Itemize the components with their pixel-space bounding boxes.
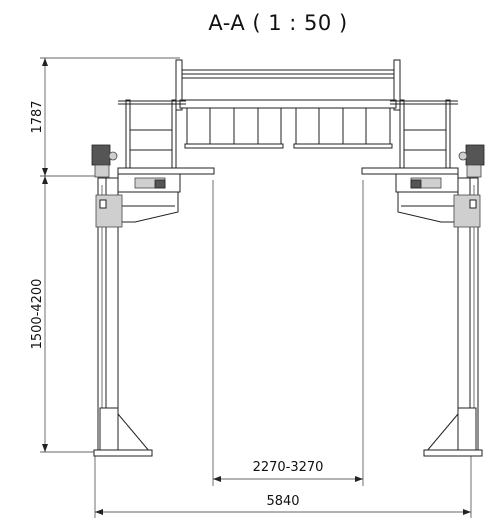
left-platform [117, 99, 215, 223]
dimension-lines [40, 57, 472, 518]
bin-row-left [186, 107, 282, 145]
left-column [91, 144, 153, 457]
overall-width-label: 5840 [266, 494, 299, 509]
bin-row-right [295, 107, 391, 145]
upper-height-label: 1787 [30, 100, 45, 133]
inner-width-label: 2270-3270 [253, 460, 324, 475]
top-carriage [175, 59, 401, 149]
right-column [423, 144, 485, 457]
right-platform [361, 99, 459, 223]
column-height-label: 1500-4200 [30, 279, 45, 350]
view-title: A-A ( 1 : 50 ) [208, 11, 347, 35]
